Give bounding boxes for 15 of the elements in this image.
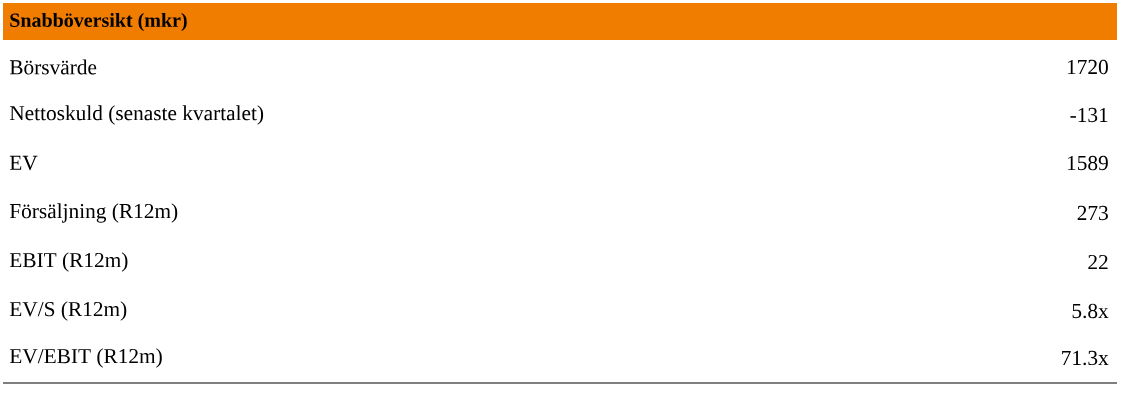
row-label: EV/S (R12m) [9, 301, 127, 321]
value-cell: 5.8x [1072, 303, 1109, 319]
value-cell: 1589 [1067, 155, 1108, 171]
value-cell: -131 [1070, 107, 1108, 123]
row-label: Försäljning (R12m) [9, 203, 178, 223]
value-cell: 22 [1088, 254, 1108, 270]
row-label: Börsvärde [9, 59, 97, 75]
value-cell: 71.3x [1062, 350, 1109, 366]
value-cell: 273 [1077, 205, 1108, 221]
row-label: EBIT (R12m) [9, 252, 128, 272]
row-label: EV [9, 155, 38, 171]
header-bar: Snabböversikt (mkr) [3, 3, 1117, 40]
row-label: Nettoskuld (senaste kvartalet) [9, 105, 264, 125]
value-cell: 1720 [1067, 59, 1108, 75]
row-label: EV/EBIT (R12m) [9, 348, 162, 368]
